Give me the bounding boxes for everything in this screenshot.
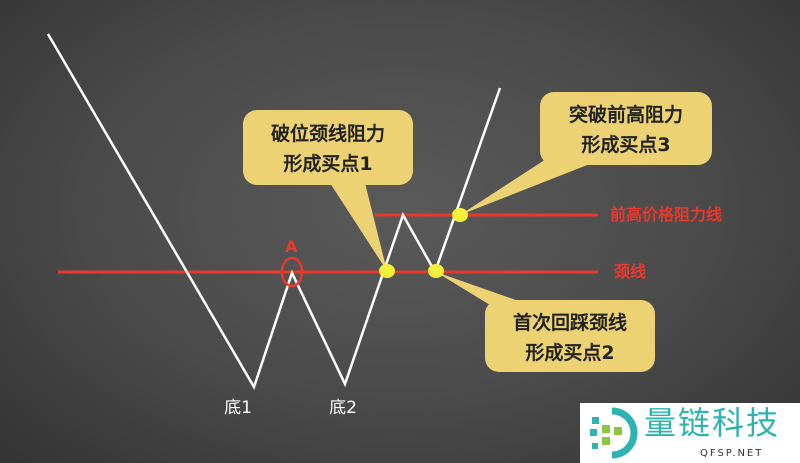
- logo-name: 量链科技: [644, 404, 781, 442]
- callout-1-line2: 形成买点1: [283, 152, 372, 175]
- neckline-label: 颈线: [614, 262, 646, 281]
- callout-3-line2: 形成买点3: [581, 133, 670, 156]
- point-a-circle: [280, 256, 304, 288]
- buy-point-2-dot: [428, 264, 444, 278]
- callout-buy-point-2: 首次回踩颈线 形成买点2: [436, 272, 655, 372]
- watermark-logo: 量链科技 QFSP.NET: [580, 403, 800, 463]
- callout-2-line2: 形成买点2: [525, 341, 614, 364]
- callout-2-line1: 首次回踩颈线: [513, 311, 627, 334]
- buy-point-1-dot: [379, 264, 395, 278]
- callout-buy-point-1: 破位颈线阻力 形成买点1: [243, 110, 413, 271]
- callout-buy-point-3: 突破前高阻力 形成买点3: [460, 92, 712, 215]
- buy-point-3-dot: [452, 208, 468, 222]
- price-path: [46, 33, 502, 391]
- callout-3-line1: 突破前高阻力: [569, 103, 683, 126]
- bottom2-label: 底2: [329, 398, 357, 418]
- prev-high-line-label: 前高价格阻力线: [610, 205, 722, 224]
- bottom1-label: 底1: [224, 398, 252, 418]
- callout-1-line1: 破位颈线阻力: [271, 122, 385, 145]
- logo-mark-icon: [590, 407, 638, 459]
- logo-url: QFSP.NET: [700, 448, 764, 459]
- point-a-label: A: [285, 237, 298, 256]
